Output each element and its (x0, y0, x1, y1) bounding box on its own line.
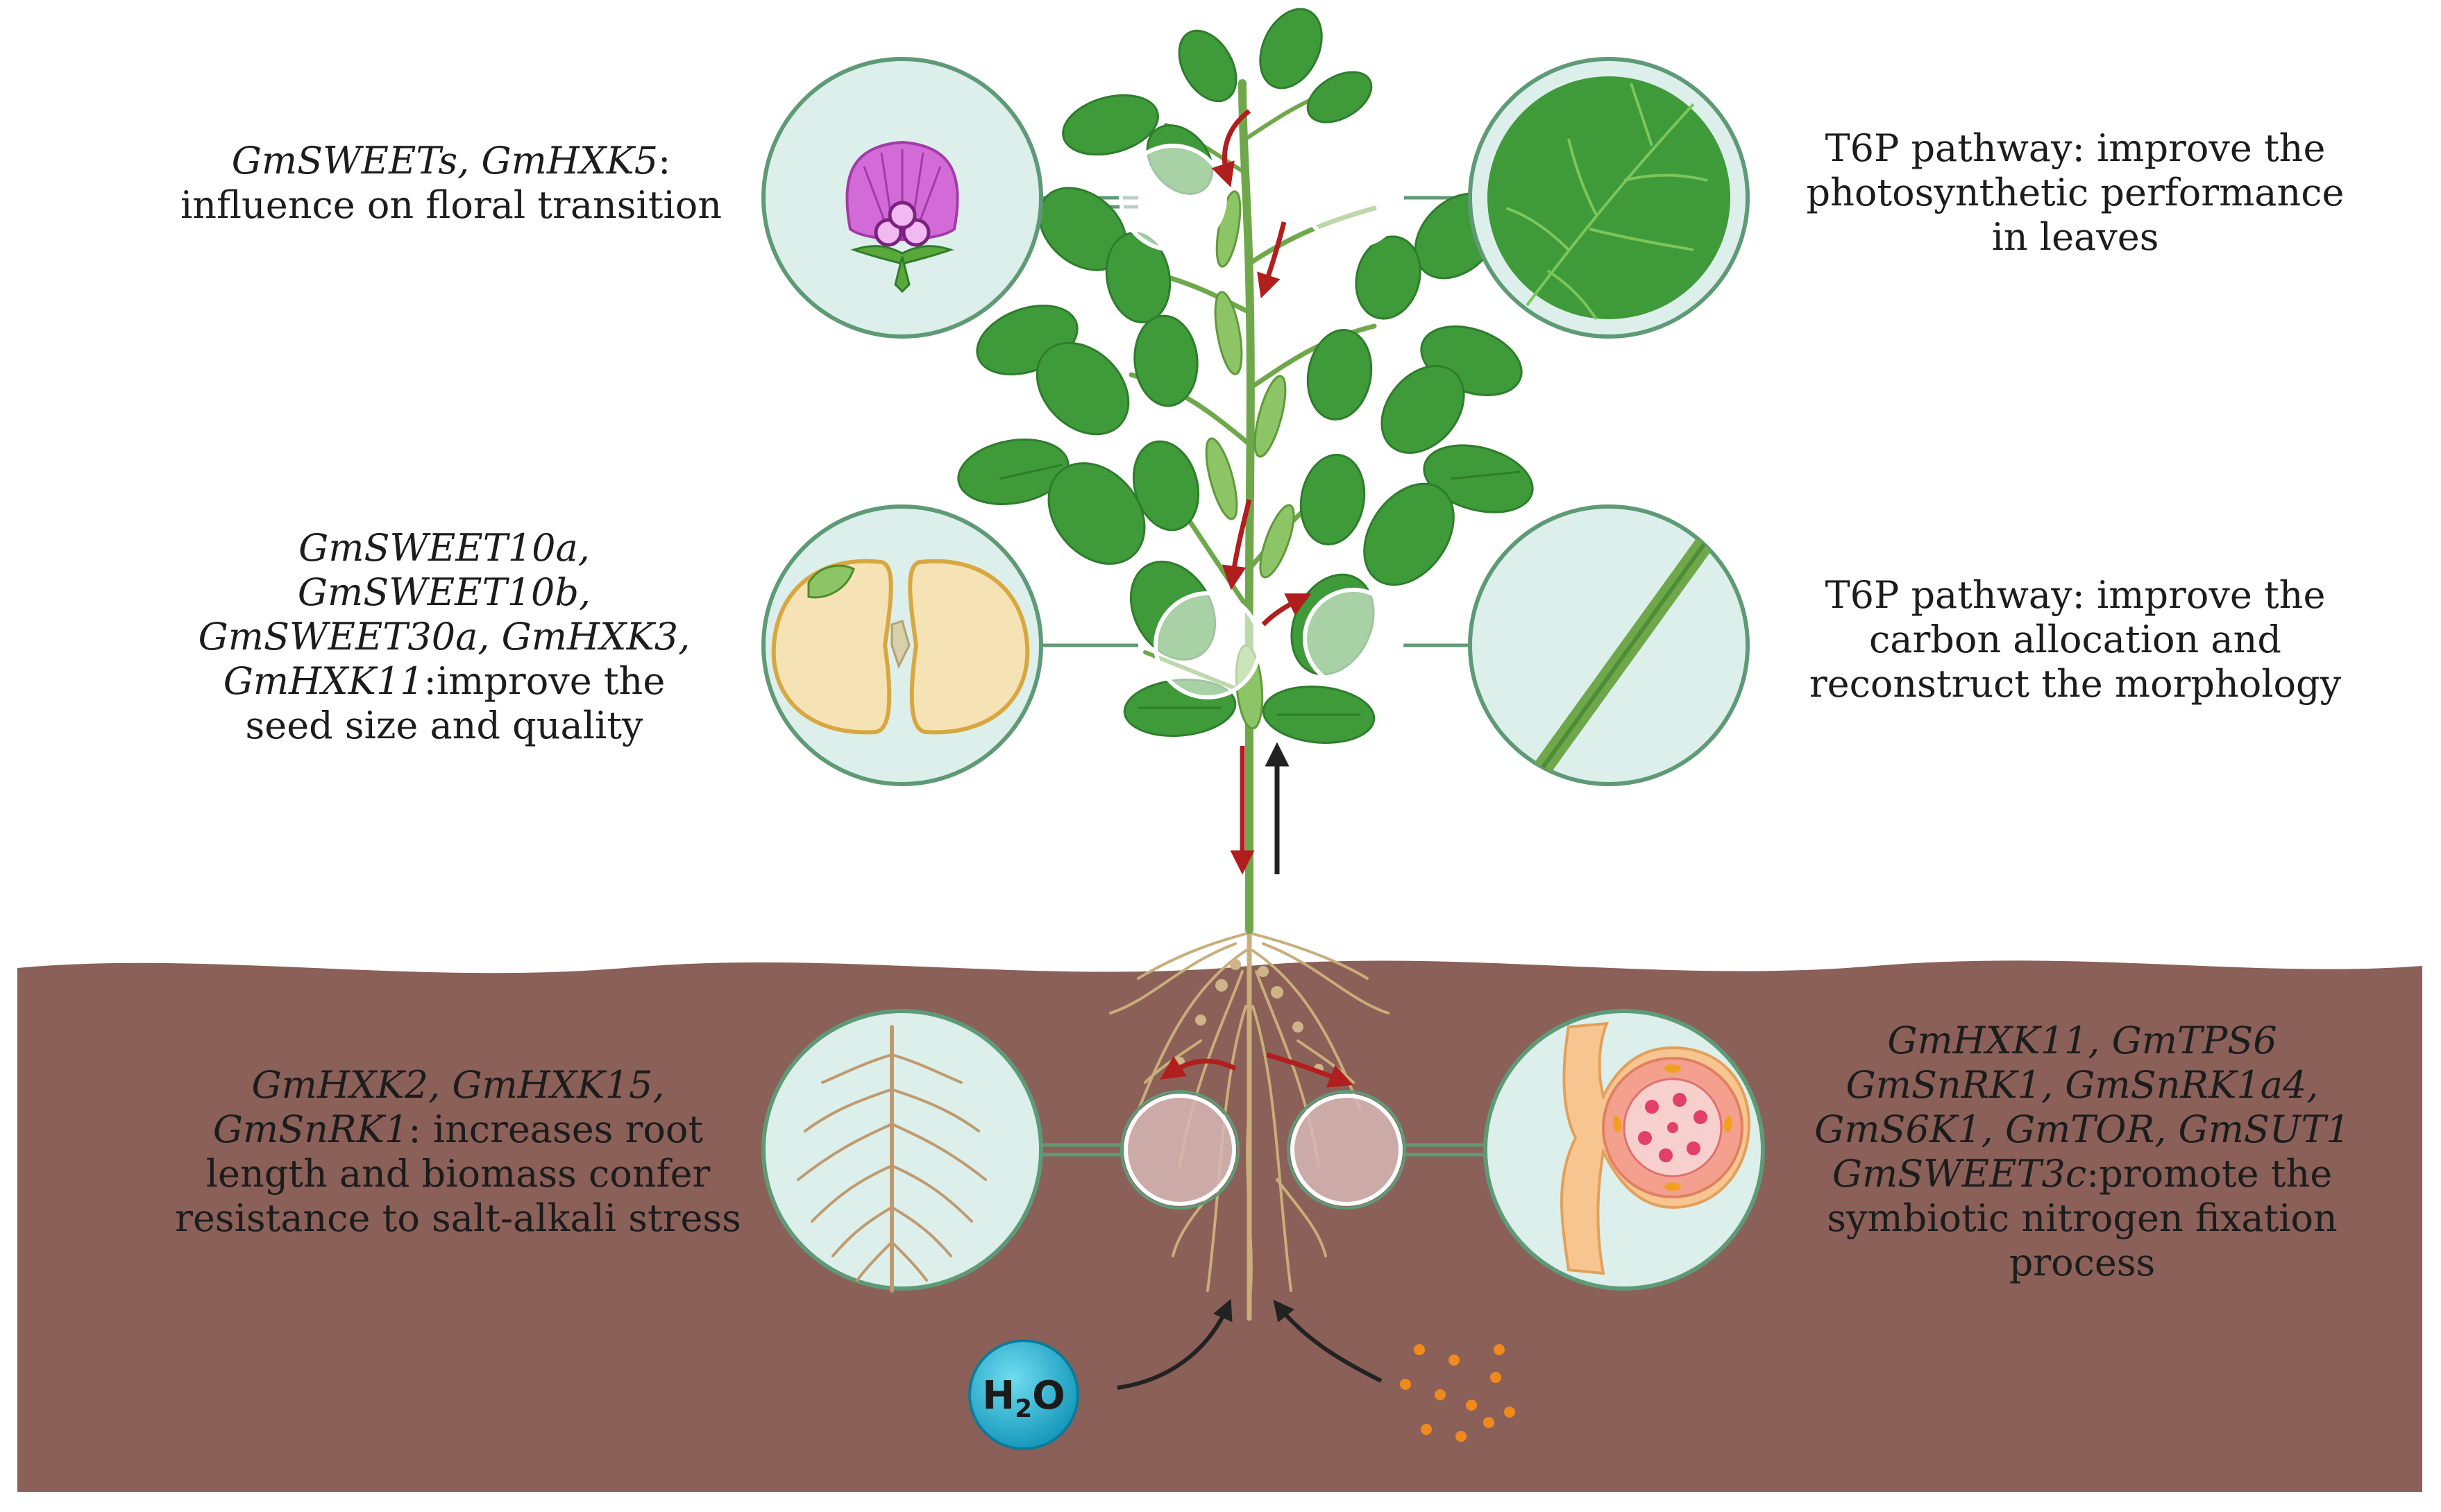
caption-leaf: T6P pathway: improve the photosynthetic … (1777, 126, 2374, 260)
caption-nodule-line5: symbiotic nitrogen fixation (1827, 1196, 2338, 1240)
caption-seed-genes-2: GmSWEET10b, (297, 570, 591, 614)
caption-seed-genes-4: GmHXK11 (223, 659, 424, 703)
caption-nodule: GmHXK11, GmTPS6 GmSnRK1, GmSnRK1a4, GmS6… (1784, 1019, 2381, 1285)
water-molecule: H2O (968, 1339, 1079, 1450)
water-label: H2O (982, 1373, 1065, 1423)
detail-circle-nodule (1483, 1009, 1765, 1291)
caption-seed-line5: seed size and quality (245, 704, 643, 747)
detail-circle-flower (761, 57, 1043, 339)
water-label-h: H (982, 1373, 1015, 1418)
caption-leaf-line2: photosynthetic performance (1806, 171, 2345, 214)
caption-seed-genes-1: GmSWEET10a, (298, 526, 590, 570)
caption-stem: T6P pathway: improve the carbon allocati… (1777, 573, 2374, 706)
caption-root-genes-1: GmHXK2, GmHXK15, (251, 1063, 665, 1107)
detail-circle-seed (761, 504, 1043, 786)
nutrient-dots (1400, 1344, 1515, 1442)
soil-uptake-arrows (1117, 1298, 1383, 1390)
leaf-veins (999, 464, 1521, 716)
carbon-flux-arrows (1160, 109, 1353, 1088)
caption-nodule-genes-1: GmHXK11, GmTPS6 (1887, 1019, 2277, 1062)
caption-seed-genes-3: GmSWEET30a, GmHXK3, (198, 615, 691, 659)
caption-nodule-genes-3: GmS6K1, GmTOR, GmSUT1 (1814, 1107, 2350, 1151)
soil (17, 960, 2422, 1492)
caption-flower-line2: influence on floral transition (180, 183, 723, 227)
detail-circle-root (761, 1009, 1043, 1293)
caption-leaf-line3: in leaves (1991, 215, 2159, 259)
caption-root-genes-2: GmSnRK1 (212, 1107, 409, 1151)
caption-leaf-line1: T6P pathway: improve the (1825, 126, 2326, 170)
caption-root-rest-2: : increases root (408, 1107, 704, 1151)
caption-root-line3: length and biomass confer (205, 1152, 711, 1196)
detail-circle-stem (1468, 504, 1750, 786)
caption-nodule-genes-4: GmSWEET3c (1832, 1152, 2087, 1196)
caption-stem-line2: carbon allocation and (1869, 618, 2281, 661)
water-label-o: O (1032, 1373, 1065, 1418)
root-highlight-rings (1120, 1090, 1406, 1209)
caption-flower-colon: : (658, 139, 671, 182)
caption-root: GmHXK2, GmHXK15, GmSnRK1: increases root… (153, 1063, 763, 1241)
plant-highlight-circles (1119, 144, 1404, 699)
caption-seed: GmSWEET10a, GmSWEET10b, GmSWEET30a, GmHX… (160, 526, 729, 748)
caption-stem-line3: reconstruct the morphology (1809, 662, 2342, 706)
soybean-pods (1205, 190, 1295, 730)
caption-flower-genes: GmSWEETs, GmHXK5 (231, 139, 659, 182)
detail-circle-leaf (1468, 57, 1750, 339)
water-label-sub: 2 (1015, 1395, 1032, 1423)
caption-nodule-rest-4: :promote the (2086, 1152, 2333, 1196)
caption-nodule-genes-2: GmSnRK1, GmSnRK1a4, (1845, 1063, 2319, 1107)
caption-stem-line1: T6P pathway: improve the (1825, 573, 2326, 617)
caption-root-line4: resistance to salt-alkali stress (175, 1196, 741, 1240)
caption-flower: GmSWEETs, GmHXK5: influence on floral tr… (160, 139, 743, 228)
root-highlight-circles (1124, 1094, 1403, 1206)
caption-seed-rest-4: :improve the (423, 659, 666, 703)
caption-nodule-line6: process (2009, 1241, 2156, 1284)
